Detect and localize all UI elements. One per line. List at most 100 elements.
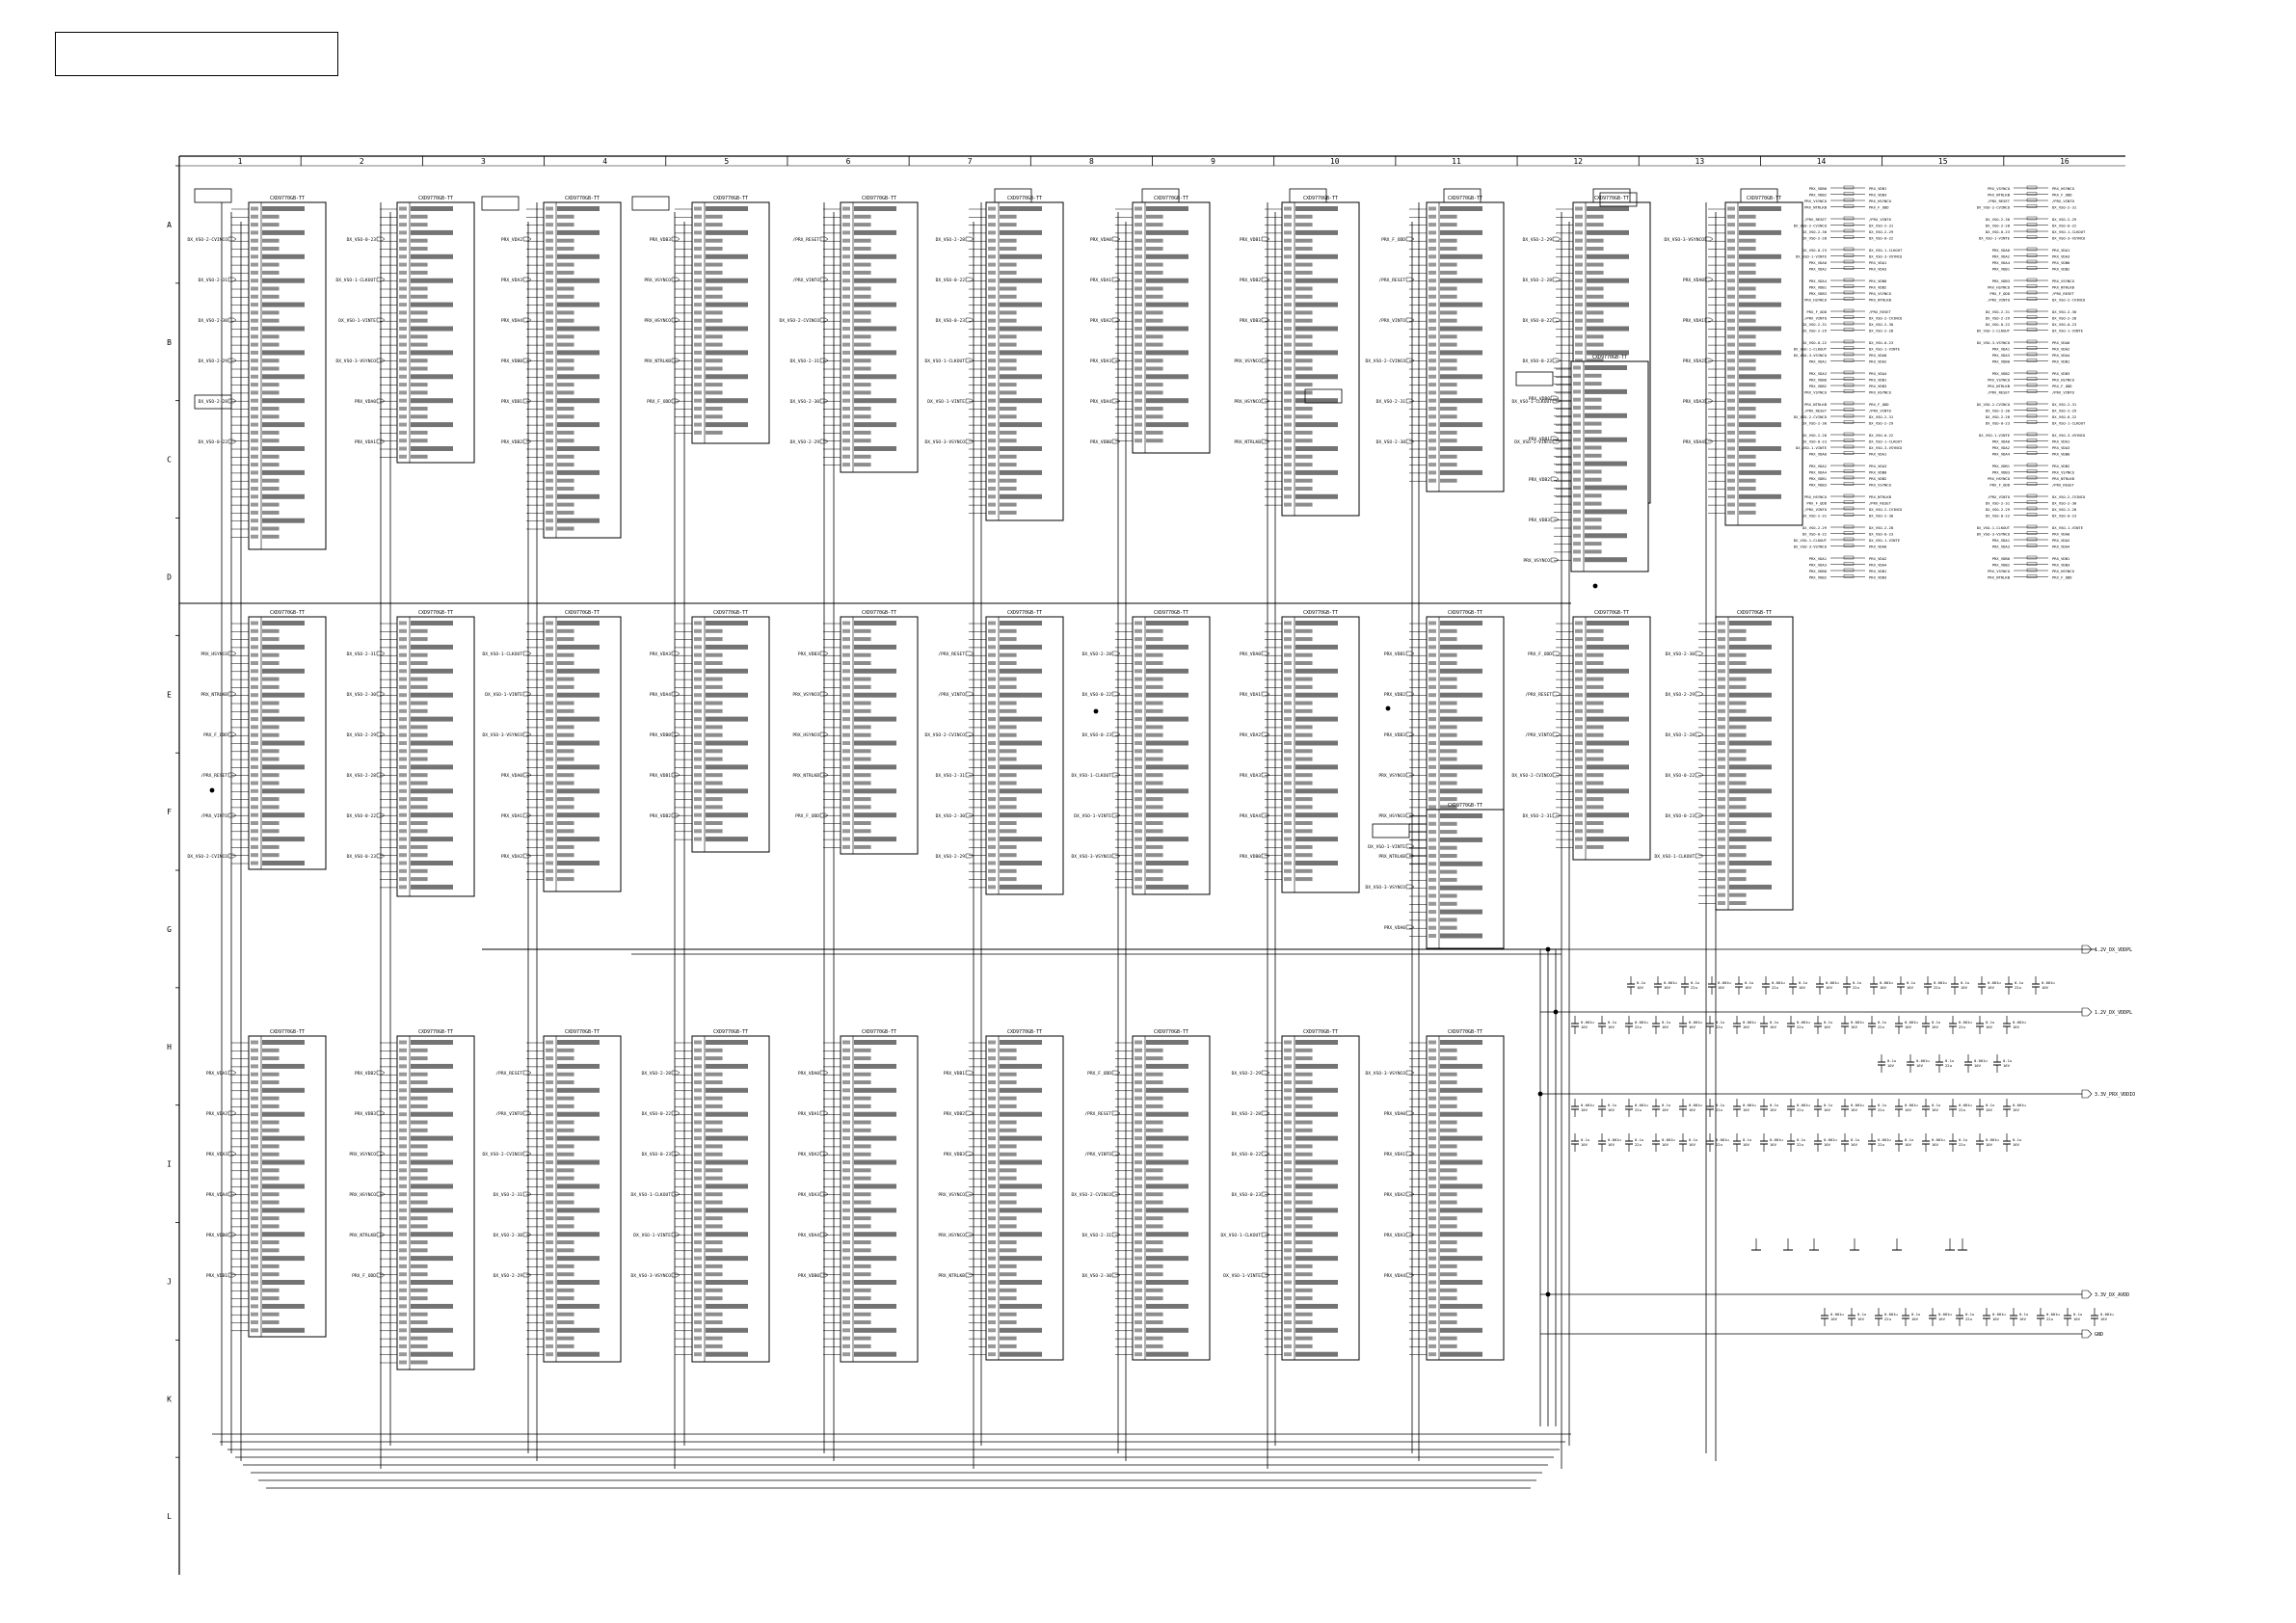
pin-name <box>411 829 428 834</box>
cap-value: 0.001u <box>1718 980 1731 985</box>
pin-number <box>1718 797 1725 802</box>
chip-body <box>985 1035 1064 1361</box>
pin-name <box>1000 1048 1017 1052</box>
cap-rating: 16V <box>1608 1107 1615 1112</box>
pin-name <box>1587 692 1629 698</box>
pin-number <box>251 732 258 737</box>
pin-number <box>1135 732 1142 737</box>
pin-name <box>854 383 871 387</box>
pin-number <box>988 439 996 443</box>
connector-net: PRX_VDA2 <box>1992 445 2010 450</box>
cap-rating: 16V <box>2013 1142 2020 1147</box>
net-label: DX_VSO-2-31 <box>1082 1233 1112 1238</box>
pin-name <box>1000 812 1042 818</box>
pin-name <box>557 692 600 698</box>
pin-name <box>1440 893 1457 898</box>
cap-rating: 22u <box>1884 1317 1891 1321</box>
pin-name <box>1585 477 1602 482</box>
pin-name <box>1000 701 1017 705</box>
connector-net: PRX_VDB1 <box>2052 556 2070 561</box>
series-resistor <box>1843 315 1855 319</box>
connector-net: /PRX_VINTO <box>2052 199 2075 203</box>
pin-number <box>842 725 850 730</box>
pin-number <box>546 407 553 411</box>
pin-number <box>1135 1048 1142 1052</box>
pin-number <box>842 1072 850 1077</box>
pin-name <box>262 229 305 235</box>
pin-number <box>988 1080 996 1084</box>
pin-name <box>1146 278 1188 283</box>
pin-name <box>706 1200 723 1205</box>
pin-number <box>694 1088 702 1093</box>
pin-number <box>1284 621 1292 625</box>
pin-name <box>1000 1104 1017 1108</box>
pin-number <box>399 214 407 219</box>
cap-value: 0.1u <box>1635 1137 1643 1142</box>
connector-net: DX_VSO-2-CVINCO <box>2052 494 2086 499</box>
pin-name <box>1146 1104 1163 1108</box>
pin-name <box>1440 318 1457 323</box>
net-label: PRX_NTRLKB <box>792 773 819 779</box>
connector-net: /PRX_VINTO <box>1988 494 2011 499</box>
net-flag <box>1704 277 1714 282</box>
pin-number <box>1284 1160 1292 1164</box>
net-flag <box>671 812 681 818</box>
pin-name <box>706 414 723 419</box>
pin-number <box>1575 318 1583 323</box>
pin-number <box>1284 764 1292 769</box>
pin-number <box>1135 1056 1142 1061</box>
pin-number <box>251 526 258 531</box>
pin-number <box>399 327 407 331</box>
pin-name <box>1000 262 1017 267</box>
pin-name <box>1295 469 1338 475</box>
pin-name <box>262 359 280 363</box>
cap-rating: 10V <box>1961 985 1968 990</box>
pin-name <box>411 398 453 404</box>
pin-number <box>988 628 996 633</box>
net-flag <box>1261 358 1270 363</box>
pin-name <box>262 1208 305 1213</box>
pin-number <box>251 463 258 467</box>
pin-number <box>1284 693 1292 698</box>
pin-number <box>842 1136 850 1141</box>
pin-name <box>1295 407 1313 411</box>
pin-name <box>1146 422 1188 428</box>
pin-number <box>842 1352 850 1357</box>
pin-number <box>1718 901 1725 905</box>
net-label: DX_VSO-2-30 <box>1376 439 1406 445</box>
pin-number <box>1575 684 1583 689</box>
net-flag <box>671 398 681 404</box>
pin-name <box>262 661 280 665</box>
pin-name <box>262 469 305 475</box>
pin-number <box>1284 1312 1292 1317</box>
pin-name <box>1440 430 1457 435</box>
pin-number <box>1135 1136 1142 1141</box>
pin-number <box>988 286 996 291</box>
pin-number <box>1575 359 1583 363</box>
cap-rating: 10V <box>1992 1317 2000 1321</box>
pin-name <box>1000 749 1017 754</box>
row-label-E: E <box>167 690 172 699</box>
pin-number <box>1135 238 1142 243</box>
pin-name <box>1000 1208 1042 1213</box>
net-label: PRX_VDA0 <box>501 773 522 779</box>
pin-name <box>854 430 871 435</box>
pin-number <box>1284 214 1292 219</box>
pin-number <box>842 1064 850 1069</box>
pin-name <box>706 1264 723 1268</box>
net-flag <box>671 1191 681 1197</box>
pin-number <box>546 470 553 475</box>
series-resistor <box>1843 562 1855 566</box>
pin-number <box>1135 677 1142 681</box>
pin-name <box>1295 1128 1313 1132</box>
pin-number <box>251 677 258 681</box>
pin-number <box>1284 430 1292 435</box>
cap-rating: 22u <box>1635 1024 1642 1029</box>
pin-name <box>1585 382 1602 386</box>
pin-number <box>399 821 407 825</box>
pin-number <box>546 1128 553 1132</box>
pin-number <box>546 717 553 722</box>
pin-number <box>399 868 407 873</box>
net-flag <box>1111 439 1121 444</box>
cap-rating: 16V <box>2019 1317 2027 1321</box>
